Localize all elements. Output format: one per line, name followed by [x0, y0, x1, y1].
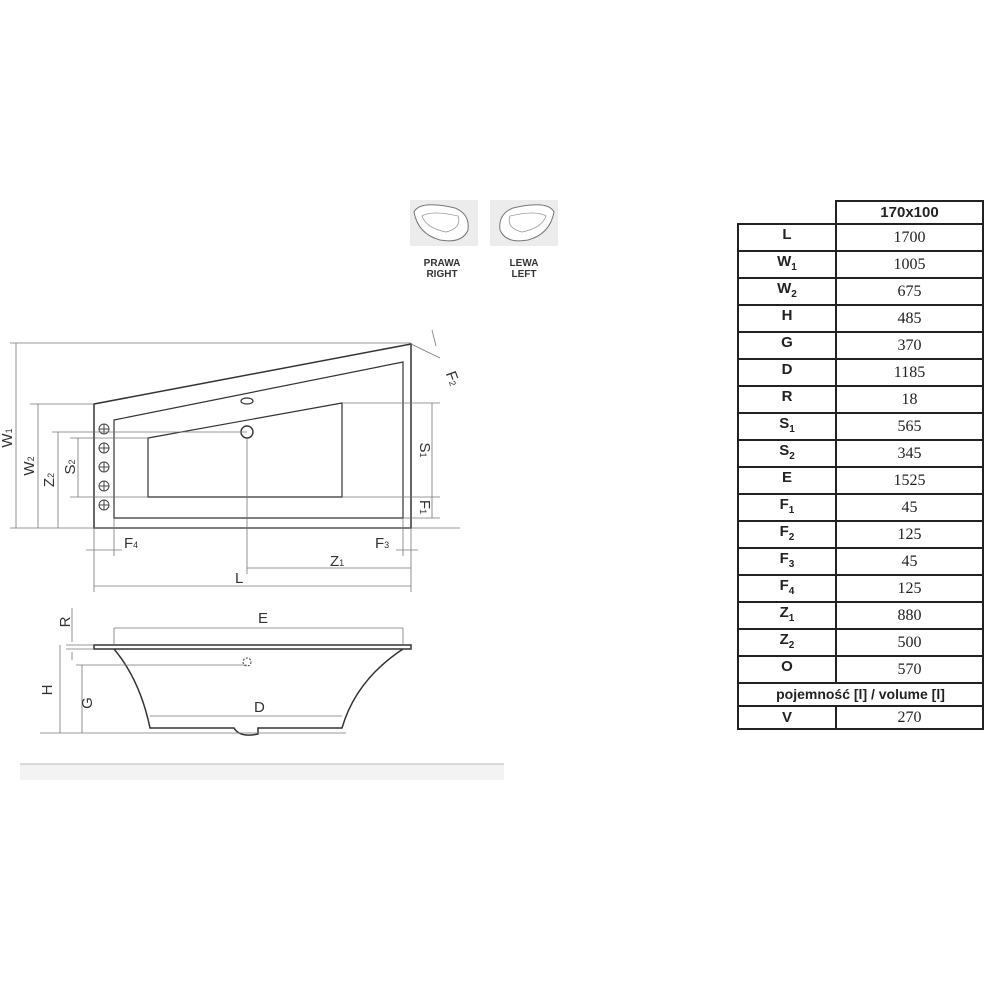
- overflow-side-icon: [242, 657, 252, 667]
- tub-inner-rim: [113, 361, 404, 519]
- size-header: 170x100: [835, 200, 984, 225]
- label-f4: F4: [124, 535, 138, 552]
- label-f1: F1: [416, 500, 433, 514]
- label-e: E: [258, 610, 268, 627]
- label-w2: W2: [21, 456, 38, 475]
- label-f2: F2: [442, 369, 463, 388]
- variant-left-icon: [490, 200, 558, 246]
- top-view-dimension-lines: [10, 329, 460, 592]
- variant-right-icon: [410, 200, 478, 246]
- overflow-icon: [240, 397, 254, 405]
- label-f3: F3: [375, 535, 389, 552]
- label-w1: W1: [0, 428, 16, 447]
- volume-row: V 270: [737, 705, 984, 730]
- side-body: [113, 648, 404, 736]
- label-z2: Z2: [41, 473, 58, 487]
- caption-left-en: LEFT: [512, 269, 537, 280]
- label-z1: Z1: [330, 553, 344, 570]
- tub-basin: [147, 402, 343, 498]
- side-rim: [93, 644, 412, 650]
- label-g: G: [79, 697, 96, 709]
- side-view: [93, 644, 412, 736]
- label-h: H: [39, 685, 56, 696]
- label-r: R: [57, 616, 74, 627]
- label-s2: S2: [62, 459, 79, 474]
- caption-right-en: RIGHT: [426, 269, 457, 280]
- label-d: D: [254, 699, 265, 716]
- label-l: L: [235, 570, 243, 587]
- volume-header-row: pojemność [l] / volume [l]: [737, 682, 984, 707]
- jet-icons: [98, 423, 110, 511]
- table-header-row: 170x100: [738, 200, 984, 225]
- volume-header: pojemność [l] / volume [l]: [737, 682, 984, 707]
- tub-outer-rim: [93, 343, 412, 529]
- caption-left-pl: LEWA: [510, 258, 539, 269]
- caption-right-pl: PRAWA: [424, 258, 461, 269]
- top-view: [93, 343, 412, 529]
- side-view-dimension-lines: [40, 608, 404, 734]
- label-s1: S1: [416, 442, 433, 457]
- floor-line: [20, 763, 504, 780]
